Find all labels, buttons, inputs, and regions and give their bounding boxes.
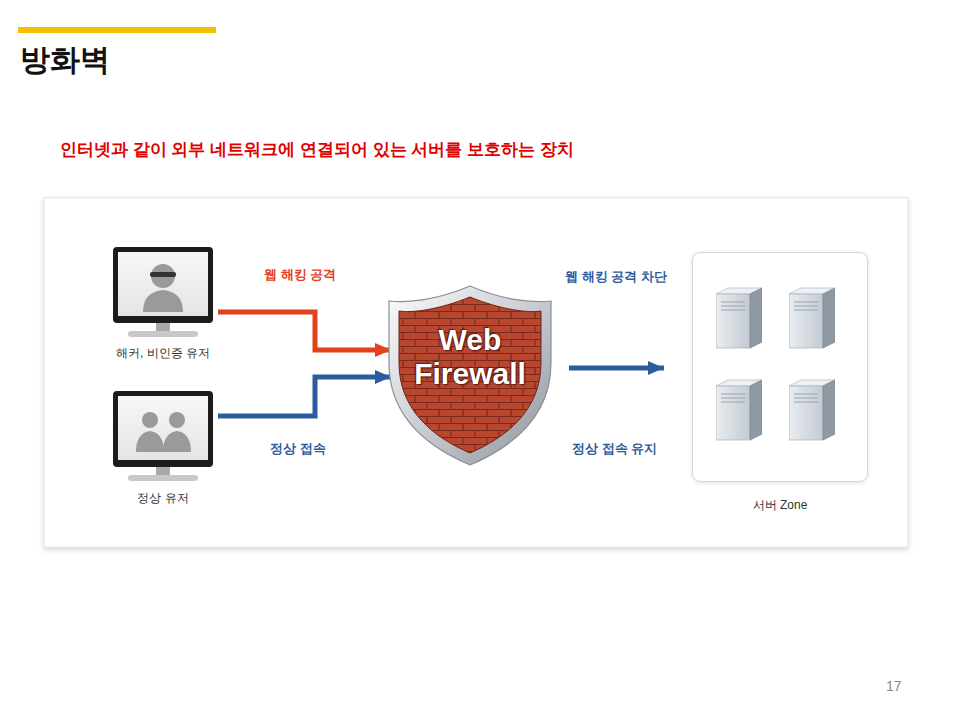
monitor-base [128,475,198,481]
flow-arrow [218,377,391,416]
monitor-screen [118,396,208,460]
monitor-neck [156,467,170,476]
figure-panel [44,198,908,547]
server-icon [716,288,762,348]
monitor-frame [113,247,213,323]
server-zone: 서버 Zone [692,252,868,482]
arrow-note: 정상 접속 유지 [570,440,659,458]
monitor-base [128,331,198,337]
monitor-neck [156,323,170,332]
firewall-shield: Web Firewall [385,283,555,468]
firewall-label: Web Firewall [405,323,535,390]
hacker-glasses [150,272,176,277]
user-body [163,431,191,452]
hacker-head [151,264,175,288]
zone-label: 서버 Zone [693,497,867,514]
user-monitor [113,391,213,481]
arrow-label: 웹 해킹 공격 차단 [563,268,669,286]
monitor-screen [118,252,208,316]
server-group [716,288,835,440]
monitor-frame [113,391,213,467]
subtitle: 인터넷과 같이 외부 네트워크에 연결되어 있는 서버를 보호하는 장치 [58,138,576,161]
brick-wall [399,297,541,453]
server-icon [789,288,835,348]
user-head [142,412,158,428]
user-label: 정상 유저 [110,490,216,507]
page-number: 17 [884,678,904,694]
flow-arrow [569,366,664,371]
server-icon [716,380,762,440]
slide-title: 방화벽 [20,40,110,81]
flow-arrow [218,312,391,350]
arrow-label: 웹 해킹 공격 [262,266,338,284]
user-label: 해커, 비인증 유저 [110,345,216,362]
user-head [169,412,185,428]
hacker-monitor [113,247,213,337]
user-terminal: 해커, 비인증 유저 [110,245,216,362]
hacker-body [143,290,183,312]
server-icon [789,380,835,440]
accent-bar [18,27,216,33]
shield-rim [389,286,551,465]
user-terminal: 정상 유저 [110,389,216,507]
user-body [136,431,164,452]
arrow-label: 정상 접속 [268,440,328,458]
